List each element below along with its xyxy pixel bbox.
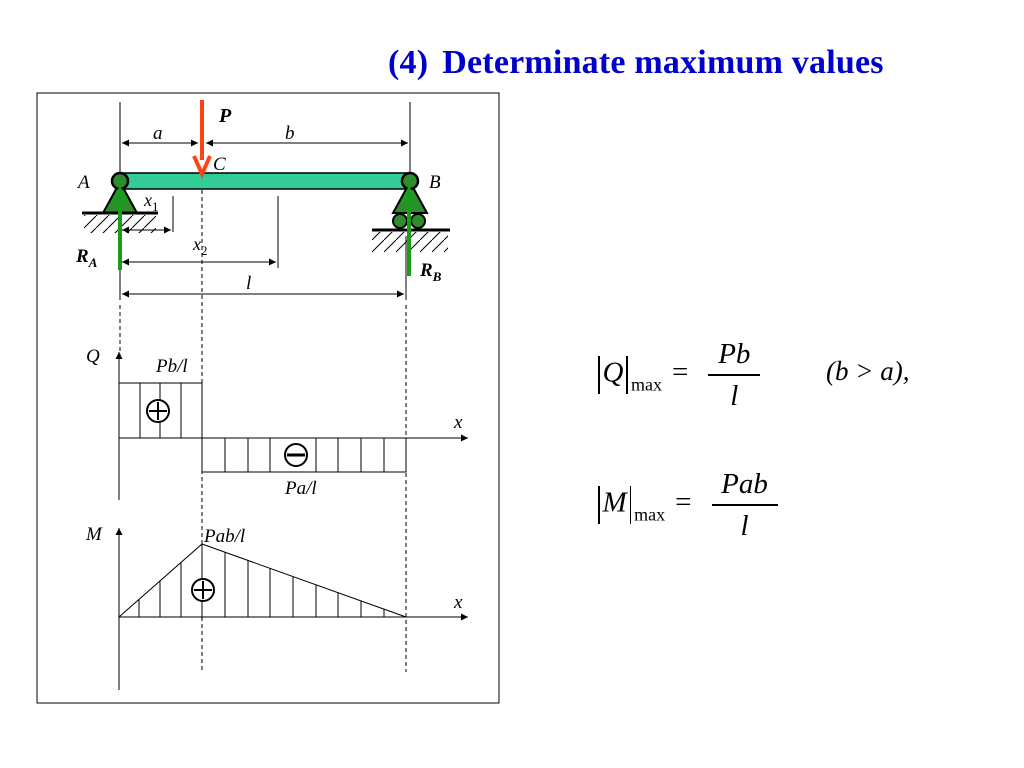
condition-text: (b > a), <box>826 356 910 386</box>
point-c-label: C <box>213 154 226 175</box>
dim-b-label: b <box>285 123 295 144</box>
page-title: (4) Determinate maximum values <box>388 44 884 82</box>
m-numerator: Pab <box>721 468 768 500</box>
shear-negative-region <box>201 437 407 473</box>
reaction-a-arrow <box>111 185 129 270</box>
m-fraction: Pab l <box>711 464 778 546</box>
q-equals: = <box>671 356 689 389</box>
dimension-x <box>122 226 404 298</box>
q-fraction: Pb l <box>708 334 761 416</box>
dim-a-label: a <box>153 123 163 144</box>
m-subscript: max <box>634 504 666 525</box>
m-symbol: M <box>602 486 627 519</box>
beam <box>119 172 411 190</box>
x2-label: x2 <box>192 234 208 258</box>
q-denominator: l <box>730 379 739 412</box>
diagram-frame <box>36 92 500 704</box>
reaction-b-arrow <box>400 185 418 276</box>
moment-axis-label: M <box>85 524 103 545</box>
m-denominator: l <box>740 509 749 542</box>
section-number: (4) <box>388 44 429 81</box>
minus-sign-icon <box>284 443 308 467</box>
plus-sign-icon <box>146 399 170 423</box>
moment-region <box>118 543 407 618</box>
moment-plus-sign-icon <box>191 578 215 602</box>
shear-x-label: x <box>453 412 463 433</box>
length-label: l <box>246 273 251 294</box>
q-subscript: max <box>630 374 662 395</box>
shear-axis-label: Q <box>86 346 100 367</box>
x1-label: x1 <box>143 190 159 214</box>
section-title: Determinate maximum values <box>442 44 884 81</box>
shear-positive-region <box>118 382 203 439</box>
reaction-b-label: RB <box>419 260 442 284</box>
moment-x-label: x <box>453 592 463 613</box>
load-label: P <box>218 105 232 127</box>
m-equals: = <box>675 486 692 519</box>
shear-positive-value: Pb/l <box>155 356 188 377</box>
load-arrow-head <box>192 155 212 179</box>
moment-peak-value: Pab/l <box>203 526 245 547</box>
extension-lines <box>119 102 411 300</box>
point-a-label: A <box>76 172 90 193</box>
shear-negative-value: Pa/l <box>284 478 317 499</box>
q-numerator: Pb <box>718 338 751 370</box>
q-symbol: Q <box>602 356 624 389</box>
point-b-label: B <box>429 172 441 193</box>
reaction-a-label: RA <box>75 246 98 270</box>
